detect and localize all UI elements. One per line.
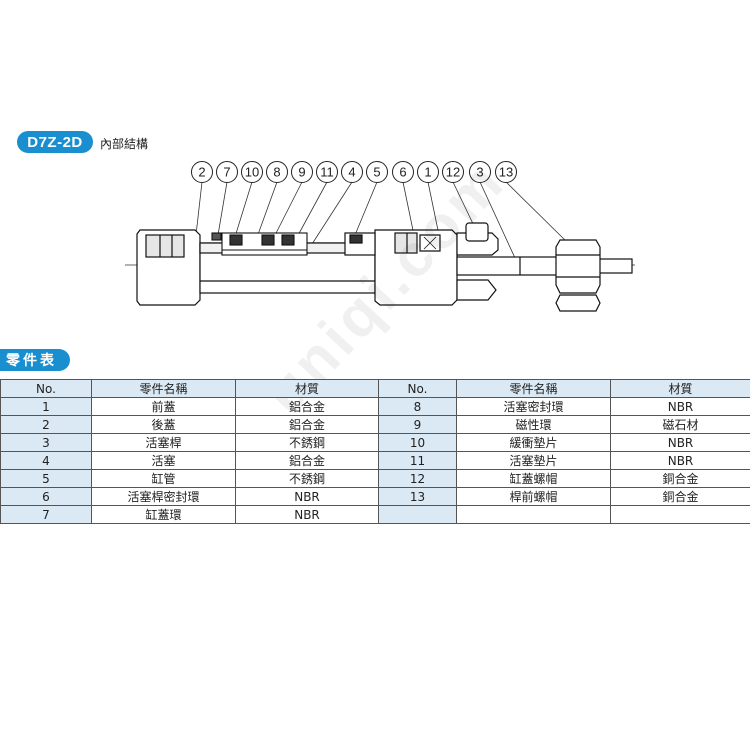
callout-6: 6: [392, 161, 414, 183]
header-no-left: No.: [0, 379, 92, 398]
cell-material: NBR: [235, 487, 379, 506]
callout-number: 3: [476, 165, 483, 180]
cell-name: 磁性環: [456, 415, 611, 434]
cell-material: 鋁合金: [235, 397, 379, 416]
cell-no: 13: [378, 487, 457, 506]
parts-table-header-row: No. 零件名稱 材質 No. 零件名稱 材質: [0, 379, 750, 398]
cell-material: 不銹鋼: [235, 469, 379, 488]
cell-name: 前蓋: [91, 397, 236, 416]
callout-number: 13: [499, 165, 513, 180]
cell-no: 6: [0, 487, 92, 506]
cell-no: 11: [378, 451, 457, 470]
cell-no: 8: [378, 397, 457, 416]
cell-material: 銅合金: [610, 469, 750, 488]
cell-name: 緩衝墊片: [456, 433, 611, 452]
callout-number: 2: [198, 165, 205, 180]
cell-name: 活塞桿: [91, 433, 236, 452]
front-cover-shape: [344, 229, 458, 306]
cell-material: 不銹鋼: [235, 433, 379, 452]
callout-9: 9: [291, 161, 313, 183]
cell-material: NBR: [235, 505, 379, 524]
callout-10: 10: [241, 161, 263, 183]
piston-rod-shape: [456, 256, 633, 276]
cylinder-cross-section-drawing: 2 7 10 8 9 11 4 5 6 1 12 3 13: [125, 161, 635, 312]
piston-shape: [211, 232, 308, 256]
cell-name: 活塞桿密封環: [91, 487, 236, 506]
callout-11: 11: [316, 161, 338, 183]
callout-number: 11: [320, 165, 334, 180]
cell-material: NBR: [610, 451, 750, 470]
cell-no: 2: [0, 415, 92, 434]
callout-4: 4: [341, 161, 363, 183]
callout-8: 8: [266, 161, 288, 183]
cell-material: 磁石材: [610, 415, 750, 434]
cell-no: 9: [378, 415, 457, 434]
header-material-left: 材質: [235, 379, 379, 398]
cell-material: 鋁合金: [235, 451, 379, 470]
cell-no: 3: [0, 433, 92, 452]
cell-material: [610, 505, 750, 524]
cell-material: 銅合金: [610, 487, 750, 506]
cell-name: 活塞: [91, 451, 236, 470]
cell-no: 10: [378, 433, 457, 452]
cover-nut-shape: [456, 222, 499, 301]
callout-number: 7: [223, 165, 230, 180]
section-title: 內部結構: [100, 137, 149, 151]
cell-name: [456, 505, 611, 524]
callout-5: 5: [366, 161, 388, 183]
callout-number: 4: [348, 165, 355, 180]
header-material-right: 材質: [610, 379, 750, 398]
cell-no: 4: [0, 451, 92, 470]
cell-no: 5: [0, 469, 92, 488]
cell-no: 1: [0, 397, 92, 416]
callout-number: 6: [399, 165, 406, 180]
cell-name: 缸管: [91, 469, 236, 488]
cell-material: NBR: [610, 397, 750, 416]
cell-name: 活塞密封環: [456, 397, 611, 416]
cell-no: 12: [378, 469, 457, 488]
cell-material: NBR: [610, 433, 750, 452]
rear-cover-shape: [136, 229, 201, 306]
model-badge: D7Z-2D: [17, 131, 93, 153]
callout-2: 2: [191, 161, 213, 183]
cell-no: [378, 505, 457, 524]
cell-name: 後蓋: [91, 415, 236, 434]
header-no-right: No.: [378, 379, 457, 398]
callout-number: 5: [373, 165, 380, 180]
callout-number: 8: [273, 165, 280, 180]
header-name-right: 零件名稱: [456, 379, 611, 398]
callout-7: 7: [216, 161, 238, 183]
callout-number: 9: [298, 165, 305, 180]
cell-name: 缸蓋螺帽: [456, 469, 611, 488]
callout-number: 12: [446, 165, 460, 180]
parts-table-title: 零件表: [0, 349, 70, 371]
cell-no: 7: [0, 505, 92, 524]
header-name-left: 零件名稱: [91, 379, 236, 398]
cell-name: 缸蓋環: [91, 505, 236, 524]
rod-nut-shape: [555, 239, 601, 312]
cell-material: 鋁合金: [235, 415, 379, 434]
cell-name: 桿前螺帽: [456, 487, 611, 506]
callout-number: 1: [424, 165, 431, 180]
callout-number: 10: [245, 165, 259, 180]
cell-name: 活塞墊片: [456, 451, 611, 470]
